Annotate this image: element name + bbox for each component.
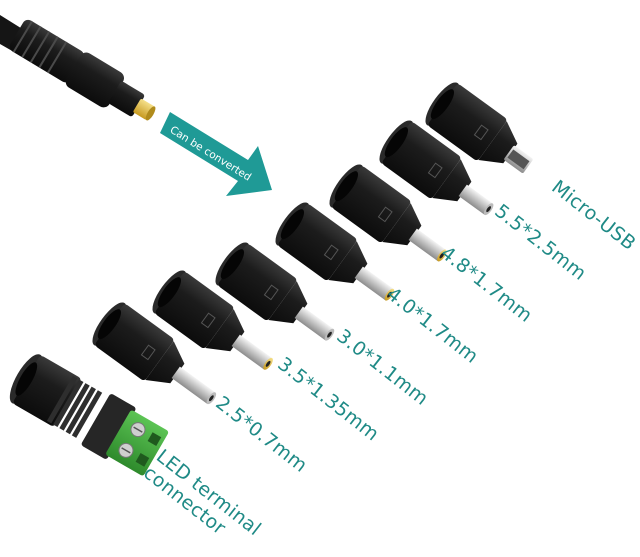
micro-usb-adapter: [425, 82, 533, 173]
source-cable: [0, 15, 156, 121]
product-image: Can be converted Micro-USB 5.5*2.5mm 4.8…: [0, 15, 640, 540]
adapter-5.5x2.5: [379, 120, 494, 216]
adapter-4.0x1.7: [275, 202, 395, 301]
adapter-list: [9, 82, 533, 476]
led-terminal-connector: [9, 354, 169, 476]
adapter-illustration: [0, 15, 533, 476]
adapter-4.8x1.7: [329, 164, 447, 262]
adapter-3.0x1.1: [215, 242, 335, 341]
conversion-arrow: [160, 112, 272, 196]
adapter-2.5x0.7: [92, 302, 217, 405]
adapter-3.5x1.35: [152, 270, 273, 370]
